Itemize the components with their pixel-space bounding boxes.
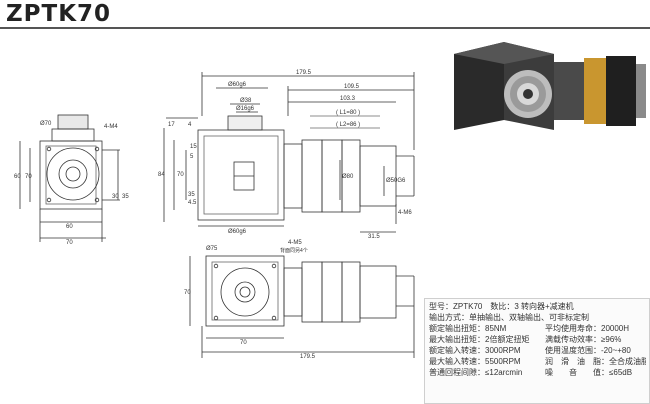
dim-label: 30 [112, 194, 119, 200]
bottom-view [189, 255, 415, 358]
dim-label: Ø70 [40, 121, 52, 127]
spec-label: 额定输出扭矩： [429, 324, 485, 333]
front-adapter [51, 128, 95, 142]
spec-output: 输出方式：单抽输出、双轴输出、可非标定制 [429, 313, 589, 322]
dim-label: Ø60g6 [228, 229, 247, 235]
bottom-coupling [283, 267, 303, 317]
spec-label: 最大输出扭矩： [429, 335, 485, 344]
spec-label: 使用温度范围： [545, 346, 601, 355]
page-title: ZPTK70 [6, 1, 112, 27]
dim-label: 60 [66, 224, 73, 230]
title-underline [0, 27, 650, 29]
front-bore-outer [58, 159, 88, 189]
dim-label: 4.5 [188, 200, 197, 206]
spec-value: 20000H [601, 324, 630, 333]
dim-label: 60 [14, 174, 21, 180]
side-reducer-a [301, 139, 323, 213]
spec-value: ≤12arcmin [485, 368, 523, 377]
dim-label: 15 [190, 144, 197, 150]
front-motor-top [57, 114, 89, 130]
title-bar: ZPTK70 [0, 0, 650, 30]
spec-row: 普通回程间隙：≤12arcmin 噪 音 值：≤65dB [429, 367, 646, 378]
dim-label: 179.5 [300, 354, 316, 360]
spec-label: 满载传动效率： [545, 335, 601, 344]
spec-label: 额定输入转速： [429, 346, 485, 355]
dim-label: Ø75 [206, 246, 218, 252]
side-reducer-b [321, 139, 343, 213]
front-bolt-hole [94, 146, 100, 152]
dim-label: 35 [122, 194, 129, 200]
side-output-flange [359, 145, 397, 207]
dim-label: Ø60g6 [228, 82, 247, 88]
dim-label: 背面同另4个 [280, 247, 308, 254]
dim-label: 4-M4 [104, 124, 118, 130]
spec-label: 噪 音 值： [545, 368, 609, 377]
dim-label: 4 [188, 122, 192, 128]
product-photo [444, 34, 648, 142]
dim-label: 70 [177, 172, 184, 178]
spec-label: 最大输入转速： [429, 357, 485, 366]
dim-label: Ø50G6 [386, 178, 406, 184]
front-body-outline [39, 140, 103, 210]
dim-label: Ø16g6 [236, 106, 255, 112]
spec-label: 普通回程间隙： [429, 368, 485, 377]
spec-value: 5500RPM [485, 357, 521, 366]
front-flange-circle [46, 147, 100, 201]
dim-label: ( L1=80 ) [336, 110, 360, 116]
spec-model: 型号：ZPTK70 数比：3 转向器+减速机 [429, 302, 574, 311]
bottom-flange-circle [220, 267, 270, 317]
dim-label: 70 [240, 340, 247, 346]
spec-row: 最大输出扭矩：2倍额定扭矩 满载传动效率：≥96% [429, 334, 646, 345]
dim-label: 70 [25, 174, 32, 180]
spec-value: -20~+80 [601, 346, 631, 355]
side-coupling [283, 143, 303, 209]
bottom-bore-inner [239, 286, 251, 298]
front-bolt-hole [94, 197, 100, 203]
front-view [19, 114, 120, 242]
spec-value: 全合成油脂 [609, 357, 646, 366]
front-bore-inner [65, 166, 81, 182]
spec-value: ≤65dB [609, 368, 633, 377]
dim-label: 5 [190, 154, 194, 160]
bottom-output-flange [359, 265, 397, 319]
side-view [163, 72, 415, 233]
dim-label: ( L2=86 ) [336, 122, 360, 128]
dim-label: 70 [66, 240, 73, 246]
side-motor-top [227, 115, 263, 131]
dim-label: 70 [184, 290, 191, 296]
spec-row: 最大输入转速：5500RPM 润 滑 油 脂：全合成油脂 [429, 356, 646, 367]
dim-label: 35 [188, 192, 195, 198]
front-bolt-hole [46, 197, 52, 203]
spec-label: 平均使用寿命： [545, 324, 601, 333]
dim-label: Ø38 [240, 98, 252, 104]
dim-label: 179.5 [296, 70, 312, 76]
spec-value: ≥96% [601, 335, 622, 344]
spec-value: 85NM [485, 324, 507, 333]
spec-value: 2倍额定扭矩 [485, 335, 530, 344]
side-body-outline [197, 129, 285, 221]
spec-value: 3000RPM [485, 346, 521, 355]
dim-label: 109.5 [344, 84, 360, 90]
dim-label: 103.3 [340, 96, 356, 102]
dim-label: 84 [158, 172, 165, 178]
spec-row: 额定输入转速：3000RPM 使用温度范围：-20~+80 [429, 345, 646, 356]
dim-label: 17 [168, 122, 175, 128]
bottom-bore-outer [234, 281, 256, 303]
spec-panel: 型号：ZPTK70 数比：3 转向器+减速机 输出方式：单抽输出、双轴输出、可非… [424, 298, 650, 404]
dim-label: 4-M6 [398, 210, 412, 216]
dim-label: 31.5 [368, 234, 380, 240]
front-body-inner [45, 145, 97, 205]
spec-row: 额定输出扭矩：85NM 平均使用寿命：20000H [429, 323, 646, 334]
spec-label: 润 滑 油 脂： [545, 357, 609, 366]
front-bolt-hole [46, 146, 52, 152]
dim-label: 4-M5 [288, 240, 302, 246]
dim-label: Ø80 [342, 174, 354, 180]
